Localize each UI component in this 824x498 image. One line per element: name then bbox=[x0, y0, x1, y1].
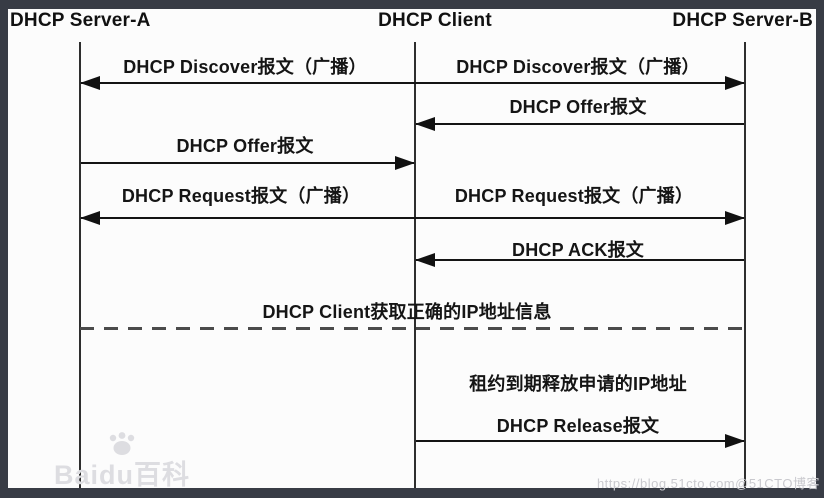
message-label-discover-left: DHCP Discover报文（广播） bbox=[123, 57, 367, 77]
actor-label-server-a: DHCP Server-A bbox=[10, 10, 151, 31]
message-label-request-right: DHCP Request报文（广播） bbox=[454, 186, 694, 206]
lifeline-server-a bbox=[79, 42, 81, 488]
baidu-watermark: Baidu百科 bbox=[54, 431, 190, 492]
message-label-offer-from-a: DHCP Offer报文 bbox=[176, 136, 314, 156]
message-arrow-request bbox=[80, 211, 745, 225]
arrowhead-left-icon bbox=[80, 76, 100, 90]
arrowhead-left-icon bbox=[415, 117, 435, 131]
message-label-ack: DHCP ACK报文 bbox=[511, 240, 645, 260]
arrowhead-right-icon bbox=[395, 156, 415, 170]
arrowhead-right-icon bbox=[725, 76, 745, 90]
baidu-watermark-text: Baidu百科 bbox=[54, 460, 191, 490]
arrowhead-left-icon bbox=[80, 211, 100, 225]
baidu-paw-icon bbox=[109, 432, 135, 455]
arrowhead-right-icon bbox=[725, 211, 745, 225]
message-label-offer-from-b: DHCP Offer报文 bbox=[509, 97, 647, 117]
actor-label-server-b: DHCP Server-B bbox=[672, 10, 813, 31]
diagram-panel: DHCP Server-A DHCP Client DHCP Server-B … bbox=[8, 9, 816, 490]
arrowhead-right-icon bbox=[725, 434, 745, 448]
message-label-discover-right: DHCP Discover报文（广播） bbox=[456, 57, 700, 77]
lifeline-server-b bbox=[744, 42, 746, 488]
note-ip-acquired: DHCP Client获取正确的IP地址信息 bbox=[262, 302, 552, 322]
message-arrow-release bbox=[416, 434, 745, 448]
message-arrow-discover bbox=[80, 76, 745, 90]
actor-label-client: DHCP Client bbox=[378, 10, 492, 31]
message-label-request-left: DHCP Request报文（广播） bbox=[121, 186, 361, 206]
message-label-release: DHCP Release报文 bbox=[496, 416, 660, 436]
dashed-separator bbox=[80, 327, 745, 330]
message-arrow-offer-from-a bbox=[81, 156, 415, 170]
message-arrow-ack bbox=[415, 253, 744, 267]
message-arrow-offer-from-b bbox=[415, 117, 744, 131]
arrowhead-left-icon bbox=[415, 253, 435, 267]
blog-watermark: https://blog.51cto.com@51CTO博客 bbox=[596, 476, 820, 491]
note-lease-expired: 租约到期释放申请的IP地址 bbox=[469, 374, 687, 394]
